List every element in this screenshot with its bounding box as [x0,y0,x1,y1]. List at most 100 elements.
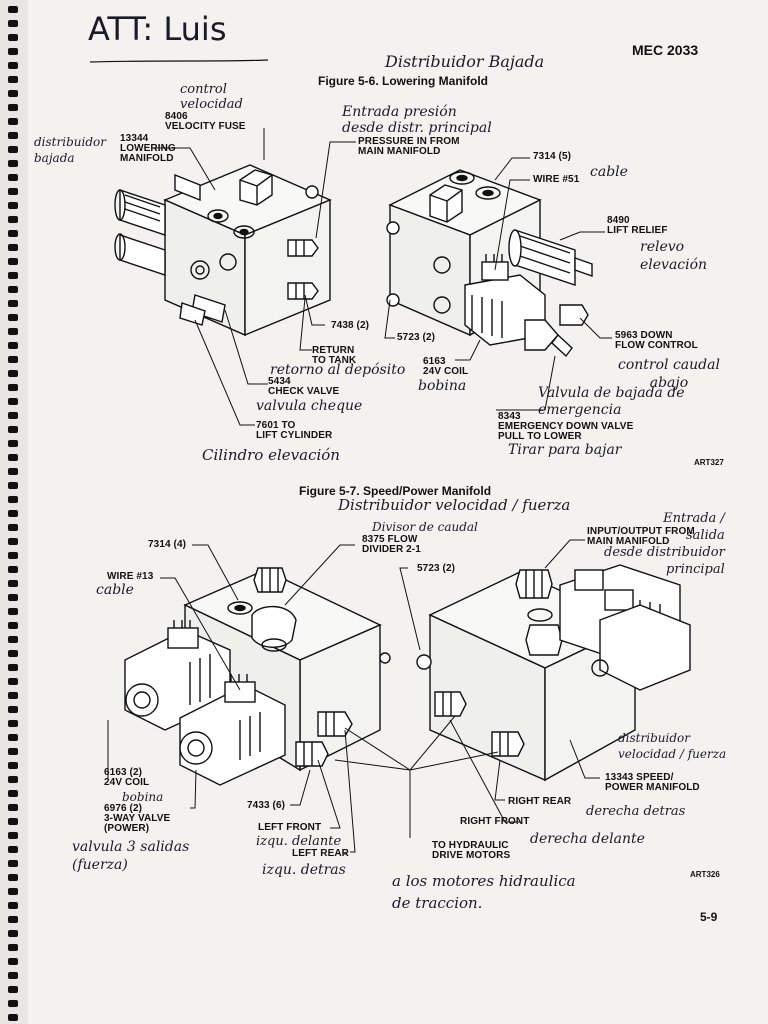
note-cilindro: Cilindro elevación [202,446,340,464]
binding-hole [8,174,18,181]
binding-hole [8,62,18,69]
note-tirar-bajar: Tirar para bajar [508,442,622,458]
doc-code: MEC 2033 [632,42,699,58]
fig2-caption-handwritten: Distribuidor velocidad / fuerza [338,496,571,514]
label-5723-2b: 5723 (2) [417,563,456,574]
binding-hole [8,972,18,979]
binding-hole [8,608,18,615]
lowering-manifold-rear-drawing [386,169,593,358]
label-7314-4: 7314 (4) [148,539,187,550]
speed-power-manifold-left-drawing [124,567,391,786]
binding-hole [8,650,18,657]
binding-hole [8,706,18,713]
binding-hole [8,818,18,825]
label-lift-relief: 8490 LIFT RELIEF [607,215,668,236]
fig2-art-ref: ART326 [690,870,720,879]
binding-hole [8,594,18,601]
binding-hole [8,762,18,769]
binding-hole [8,986,18,993]
note-motores-traccion: a los motores hidraulica de traccion. [392,872,576,912]
label-24v-coil-2: 6163 (2) 24V COIL [104,767,150,788]
binding-hole [8,132,18,139]
label-7433-6: 7433 (6) [247,800,286,811]
label-right-front: RIGHT FRONT [460,816,530,827]
binding-hole [8,580,18,587]
label-24v-coil: 6163 24V COIL [423,356,469,377]
binding-hole [8,692,18,699]
binding-hole [8,1000,18,1007]
label-lowering-manifold: 13344 LOWERING MANIFOLD [120,133,176,164]
fig1-caption-handwritten: Distribuidor Bajada [385,52,545,71]
label-emergency-down: 8343 EMERGENCY DOWN VALVE PULL TO LOWER [498,411,634,442]
label-check-valve: 5434 CHECK VALVE [268,376,340,397]
binding-hole [8,384,18,391]
binding-hole [8,524,18,531]
label-return-to-tank: RETURN TO TANK [312,345,357,366]
binding-hole [8,622,18,629]
binding-hole [8,664,18,671]
note-control-velocidad: control velocidad [180,82,243,112]
fig1-art-ref: ART327 [694,458,724,467]
binding-hole [8,356,18,363]
lowering-manifold-drawing [114,164,332,337]
binding-hole [8,636,18,643]
binding-hole [8,510,18,517]
binding-strip [0,0,28,1024]
binding-hole [8,720,18,727]
note-cable-2: cable [96,582,134,598]
label-3way-valve: 6976 (2) 3-WAY VALVE (POWER) [104,803,171,834]
note-divisor-caudal: Divisor de caudal [372,520,478,534]
binding-hole [8,272,18,279]
binding-hole [8,426,18,433]
binding-hole [8,902,18,909]
binding-hole [8,244,18,251]
label-pressure-in: PRESSURE IN FROM MAIN MANIFOLD [358,136,460,157]
label-input-output: INPUT/OUTPUT FROM MAIN MANIFOLD [587,526,695,547]
note-valvula-3-salidas: valvula 3 salidas (fuerza) [72,839,190,873]
label-7314-5: 7314 (5) [533,151,572,162]
binding-hole [8,20,18,27]
label-drive-motors: TO HYDRAULIC DRIVE MOTORS [432,840,511,861]
binding-hole [8,440,18,447]
binding-hole [8,860,18,867]
note-cable-1: cable [590,164,628,180]
label-left-rear: LEFT REAR [292,848,350,859]
label-wire-13: WIRE #13 [107,571,154,582]
note-der-delante: derecha delante [530,831,645,847]
binding-hole [8,958,18,965]
binding-hole [8,258,18,265]
binding-hole [8,146,18,153]
binding-hole [8,538,18,545]
label-speed-power-manifold: 13343 SPEED/ POWER MANIFOLD [605,772,700,793]
binding-hole [8,300,18,307]
binding-hole [8,874,18,881]
binding-hole [8,482,18,489]
handwritten-title: ATT: Luis [88,10,227,48]
binding-hole [8,944,18,951]
label-velocity-fuse: 8406 VELOCITY FUSE [165,111,246,132]
label-flow-divider: 8375 FLOW DIVIDER 2-1 [362,534,421,555]
binding-hole [8,566,18,573]
note-relevo-elevacion: relevo elevación [640,239,708,273]
binding-hole [8,916,18,923]
label-wire-51: WIRE #51 [533,174,580,185]
binding-hole [8,6,18,13]
binding-hole [8,90,18,97]
note-izq-detras: izqu. detras [262,862,346,878]
binding-hole [8,1014,18,1021]
binding-hole [8,160,18,167]
binding-hole [8,342,18,349]
speed-power-manifold-right-drawing [416,564,691,782]
binding-hole [8,370,18,377]
binding-hole [8,804,18,811]
binding-hole [8,118,18,125]
label-5723-2: 5723 (2) [397,332,436,343]
label-left-front: LEFT FRONT [258,822,322,833]
binding-hole [8,748,18,755]
binding-hole [8,314,18,321]
binding-hole [8,468,18,475]
note-distribuidor-bajada: distribuidor bajada [34,135,106,165]
binding-hole [8,230,18,237]
